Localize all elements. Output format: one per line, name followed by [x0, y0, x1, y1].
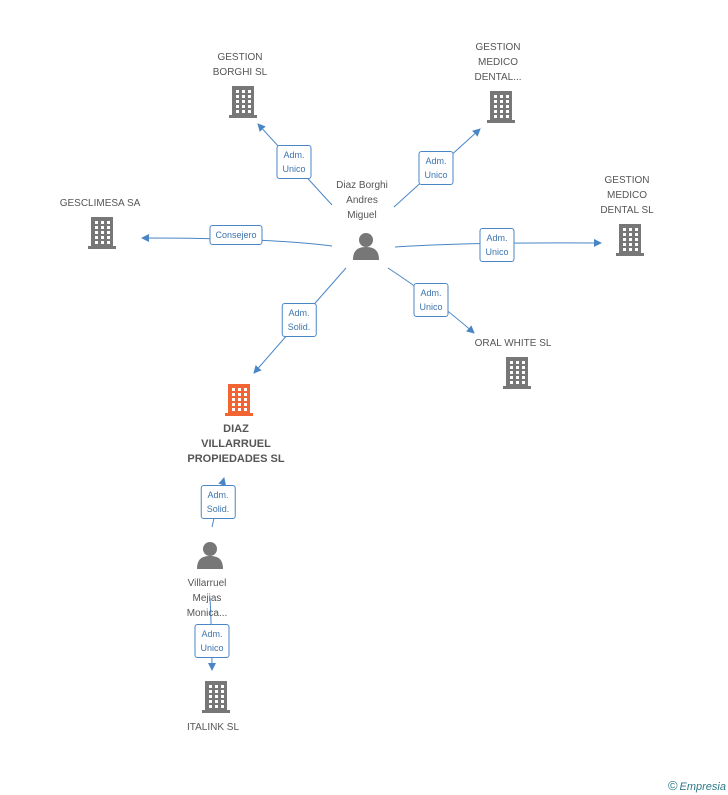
person-icon[interactable] — [351, 231, 381, 266]
relation-label[interactable]: Consejero — [209, 225, 263, 245]
person-icon[interactable] — [195, 540, 225, 575]
relation-label[interactable]: Adm. Unico — [194, 624, 230, 658]
company-label[interactable]: GESTION MEDICO DENTAL... — [474, 40, 521, 85]
company-label[interactable]: GESTION MEDICO DENTAL SL — [600, 173, 653, 218]
label-line: GESTION — [604, 175, 650, 186]
relation-text: Unico — [485, 247, 509, 257]
label-line: MEDICO — [606, 190, 647, 201]
label-line: PROPIEDADES SL — [187, 453, 285, 465]
label-line: Monica... — [186, 608, 228, 619]
label-line: ORAL WHITE SL — [474, 338, 552, 349]
label-line: Andres — [346, 195, 378, 206]
relation-text: Unico — [419, 302, 443, 312]
label-line: Miguel — [347, 210, 377, 221]
company-label[interactable]: GESTION BORGHI SL — [213, 50, 267, 80]
relation-text: Unico — [424, 170, 448, 180]
building-icon[interactable] — [227, 84, 259, 125]
relation-text: Adm. — [283, 150, 305, 160]
company-label[interactable]: DIAZ VILLARRUEL PROPIEDADES SL — [187, 422, 284, 467]
label-line: GESTION — [217, 52, 263, 63]
building-icon[interactable] — [614, 222, 646, 263]
label-line: Diaz Borghi — [336, 180, 388, 191]
empresia-logo[interactable]: ©Empresia — [668, 778, 726, 793]
relation-label[interactable]: Adm. Unico — [276, 145, 312, 179]
relation-text: Adm. — [288, 308, 310, 318]
building-icon[interactable] — [223, 382, 255, 423]
relation-text: Adm. — [486, 233, 508, 243]
relation-text: Consejero — [215, 230, 257, 240]
building-icon[interactable] — [501, 355, 533, 396]
company-label[interactable]: ORAL WHITE SL — [475, 336, 552, 351]
company-label[interactable]: GESCLIMESA SA — [60, 196, 141, 211]
relation-label[interactable]: Adm. Solid. — [281, 303, 317, 337]
label-line: DENTAL... — [474, 72, 522, 83]
relation-label[interactable]: Adm. Unico — [479, 228, 515, 262]
relation-label[interactable]: Adm. Unico — [413, 283, 449, 317]
building-icon[interactable] — [86, 215, 118, 256]
relation-text: Unico — [200, 643, 224, 653]
label-line: GESCLIMESA SA — [59, 198, 141, 209]
building-icon[interactable] — [485, 89, 517, 130]
relation-text: Unico — [282, 164, 306, 174]
relation-text: Adm. — [425, 156, 447, 166]
label-line: Mejias — [192, 593, 222, 604]
label-line: BORGHI SL — [212, 67, 268, 78]
label-line: GESTION — [475, 42, 521, 53]
relation-text: Solid. — [287, 322, 311, 332]
label-line: MEDICO — [477, 57, 518, 68]
brand-name: Empresia — [679, 781, 726, 793]
relation-text: Adm. — [201, 629, 223, 639]
relation-label[interactable]: Adm. Solid. — [200, 485, 236, 519]
copyright-icon: © — [667, 778, 678, 793]
relation-text: Adm. — [420, 288, 442, 298]
relation-label[interactable]: Adm. Unico — [418, 151, 454, 185]
relation-text: Adm. — [207, 490, 229, 500]
label-line: ITALINK SL — [186, 722, 240, 733]
company-label[interactable]: ITALINK SL — [187, 720, 239, 735]
label-line: VILLARRUEL — [201, 438, 271, 450]
relation-text: Solid. — [206, 504, 230, 514]
label-line: DIAZ — [223, 423, 249, 435]
label-line: DENTAL SL — [600, 205, 654, 216]
label-line: Villarruel — [187, 578, 227, 589]
building-icon[interactable] — [200, 679, 232, 720]
